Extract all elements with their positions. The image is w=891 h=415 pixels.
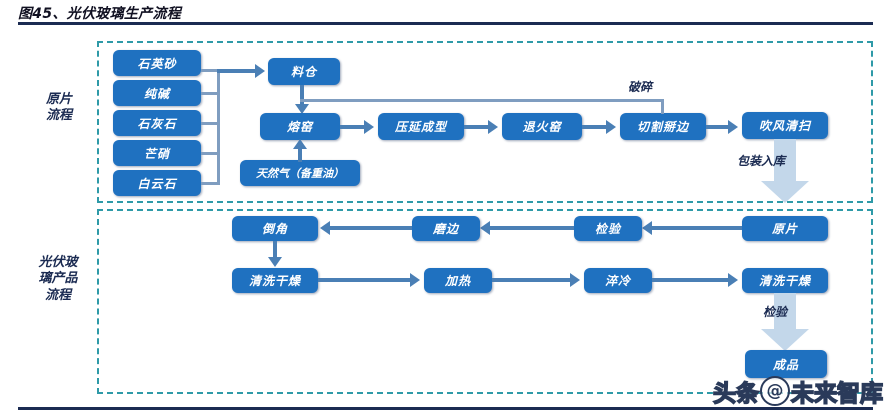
page-title: 图45、光伏玻璃生产流程 [18, 6, 182, 22]
bottom-divider [18, 407, 873, 410]
arrow-silo-to-furnace [295, 104, 309, 114]
process-box-air-blow-cleaning[interactable]: 吹风清扫 [742, 112, 828, 139]
arrow-raw-sheet-to-inspection [642, 221, 652, 235]
section-label-line: 璃产品 [38, 271, 78, 287]
arrow-rolling-to-annealing [488, 120, 498, 134]
process-box-quartz-sand[interactable]: 石英砂 [113, 50, 201, 76]
connector-raw-sheet-to-inspection [652, 226, 742, 230]
process-box-melting-furnace[interactable]: 熔窑 [260, 113, 340, 140]
connector-recycle-riser [661, 99, 664, 114]
process-box-washing-drying-first[interactable]: 清洗干燥 [232, 268, 318, 293]
connector-recycle-return [300, 99, 663, 102]
process-box-edge-grinding[interactable]: 磨边 [412, 216, 480, 241]
fat-arrow-packaging-to-warehouse [761, 139, 809, 203]
title-divider [18, 22, 873, 25]
connector-inspection-to-edge-grinding [490, 226, 574, 230]
arrow-fuel-to-furnace [293, 139, 307, 149]
connector-edge-grinding-to-chamfering [330, 226, 412, 230]
section-label-pv-glass-product: 光伏玻 璃产品 流程 [22, 255, 94, 304]
watermark-suffix: 未来智库 [790, 380, 884, 408]
process-box-dolomite[interactable]: 白云石 [113, 170, 201, 196]
connector-furnace-to-rolling [340, 125, 366, 129]
process-box-mirabilite[interactable]: 芒硝 [113, 140, 201, 166]
arrow-quenching-to-washing-second [728, 273, 738, 287]
connector-quenching-to-washing-second [652, 278, 730, 282]
process-box-chamfering[interactable]: 倒角 [232, 216, 318, 241]
process-box-quenching[interactable]: 淬冷 [584, 268, 652, 293]
connector-bus-to-silo [217, 69, 257, 73]
watermark-prefix: 头条 [712, 380, 760, 408]
connector-fuel-to-furnace [298, 148, 302, 162]
arrow-inspection-to-edge-grinding [480, 221, 490, 235]
connector-cutting-to-blowing [706, 125, 730, 129]
watermark: 头条 @ 未来智库 [712, 374, 884, 408]
process-box-natural-gas[interactable]: 天然气（备重油） [240, 160, 360, 186]
fat-arrow-head [761, 329, 809, 351]
process-box-annealing-kiln[interactable]: 退火窑 [502, 113, 582, 140]
arrow-annealing-to-cutting [606, 120, 616, 134]
connector-washing-to-heating [318, 278, 412, 282]
process-box-cutting-edge-breaking[interactable]: 切割掰边 [620, 113, 706, 140]
process-box-inspection-top[interactable]: 检验 [574, 216, 642, 241]
section-label-line: 光伏玻 [38, 255, 78, 270]
process-box-soda-ash[interactable]: 纯碱 [113, 80, 201, 106]
connector-limestone-to-bus [201, 122, 220, 125]
watermark-at-icon: @ [760, 376, 790, 406]
connector-quartz-sand-to-bus [201, 69, 220, 72]
connector-soda-ash-to-bus [201, 92, 220, 95]
fat-arrow-inspection-to-finished-product [761, 293, 809, 351]
connector-rolling-to-annealing [464, 125, 490, 129]
process-box-limestone[interactable]: 石灰石 [113, 110, 201, 136]
section-label-line: 流程 [44, 287, 71, 303]
arrow-bus-to-silo [255, 64, 265, 78]
connector-chamfering-to-washing [273, 241, 277, 259]
arrow-furnace-to-rolling [364, 120, 374, 134]
edge-label-inspection: 检验 [763, 305, 788, 319]
process-box-heating[interactable]: 加热 [424, 268, 492, 293]
section-label-raw-glass: 原片 流程 [27, 92, 91, 125]
connector-material-bus [217, 69, 220, 185]
connector-heating-to-quenching [492, 278, 572, 282]
arrow-heating-to-quenching [570, 273, 580, 287]
process-box-rolling-forming[interactable]: 压延成型 [378, 113, 464, 140]
fat-arrow-stem [774, 293, 796, 329]
connector-annealing-to-cutting [582, 125, 608, 129]
arrow-washing-to-heating [410, 273, 420, 287]
section-label-line: 原片 [45, 92, 72, 107]
fat-arrow-stem [774, 139, 796, 181]
arrow-chamfering-to-washing [268, 257, 282, 267]
process-box-silo[interactable]: 料仓 [268, 58, 340, 85]
edge-label-packaging-to-warehouse: 包装入库 [737, 154, 786, 168]
process-box-finished-product[interactable]: 成品 [745, 350, 827, 378]
edge-label-crushing: 破碎 [628, 80, 653, 94]
arrow-cutting-to-blowing [728, 120, 738, 134]
arrow-edge-grinding-to-chamfering [320, 221, 330, 235]
process-box-washing-drying-second[interactable]: 清洗干燥 [742, 268, 828, 293]
connector-dolomite-to-bus [201, 182, 220, 185]
connector-mirabilite-to-bus [201, 152, 220, 155]
section-frame-pv-glass-product [97, 209, 873, 394]
section-label-line: 流程 [45, 108, 72, 124]
fat-arrow-head [761, 181, 809, 203]
process-box-raw-glass-sheet[interactable]: 原片 [742, 216, 828, 241]
section-frame-raw-glass [97, 41, 873, 203]
connector-silo-to-furnace [300, 85, 304, 107]
